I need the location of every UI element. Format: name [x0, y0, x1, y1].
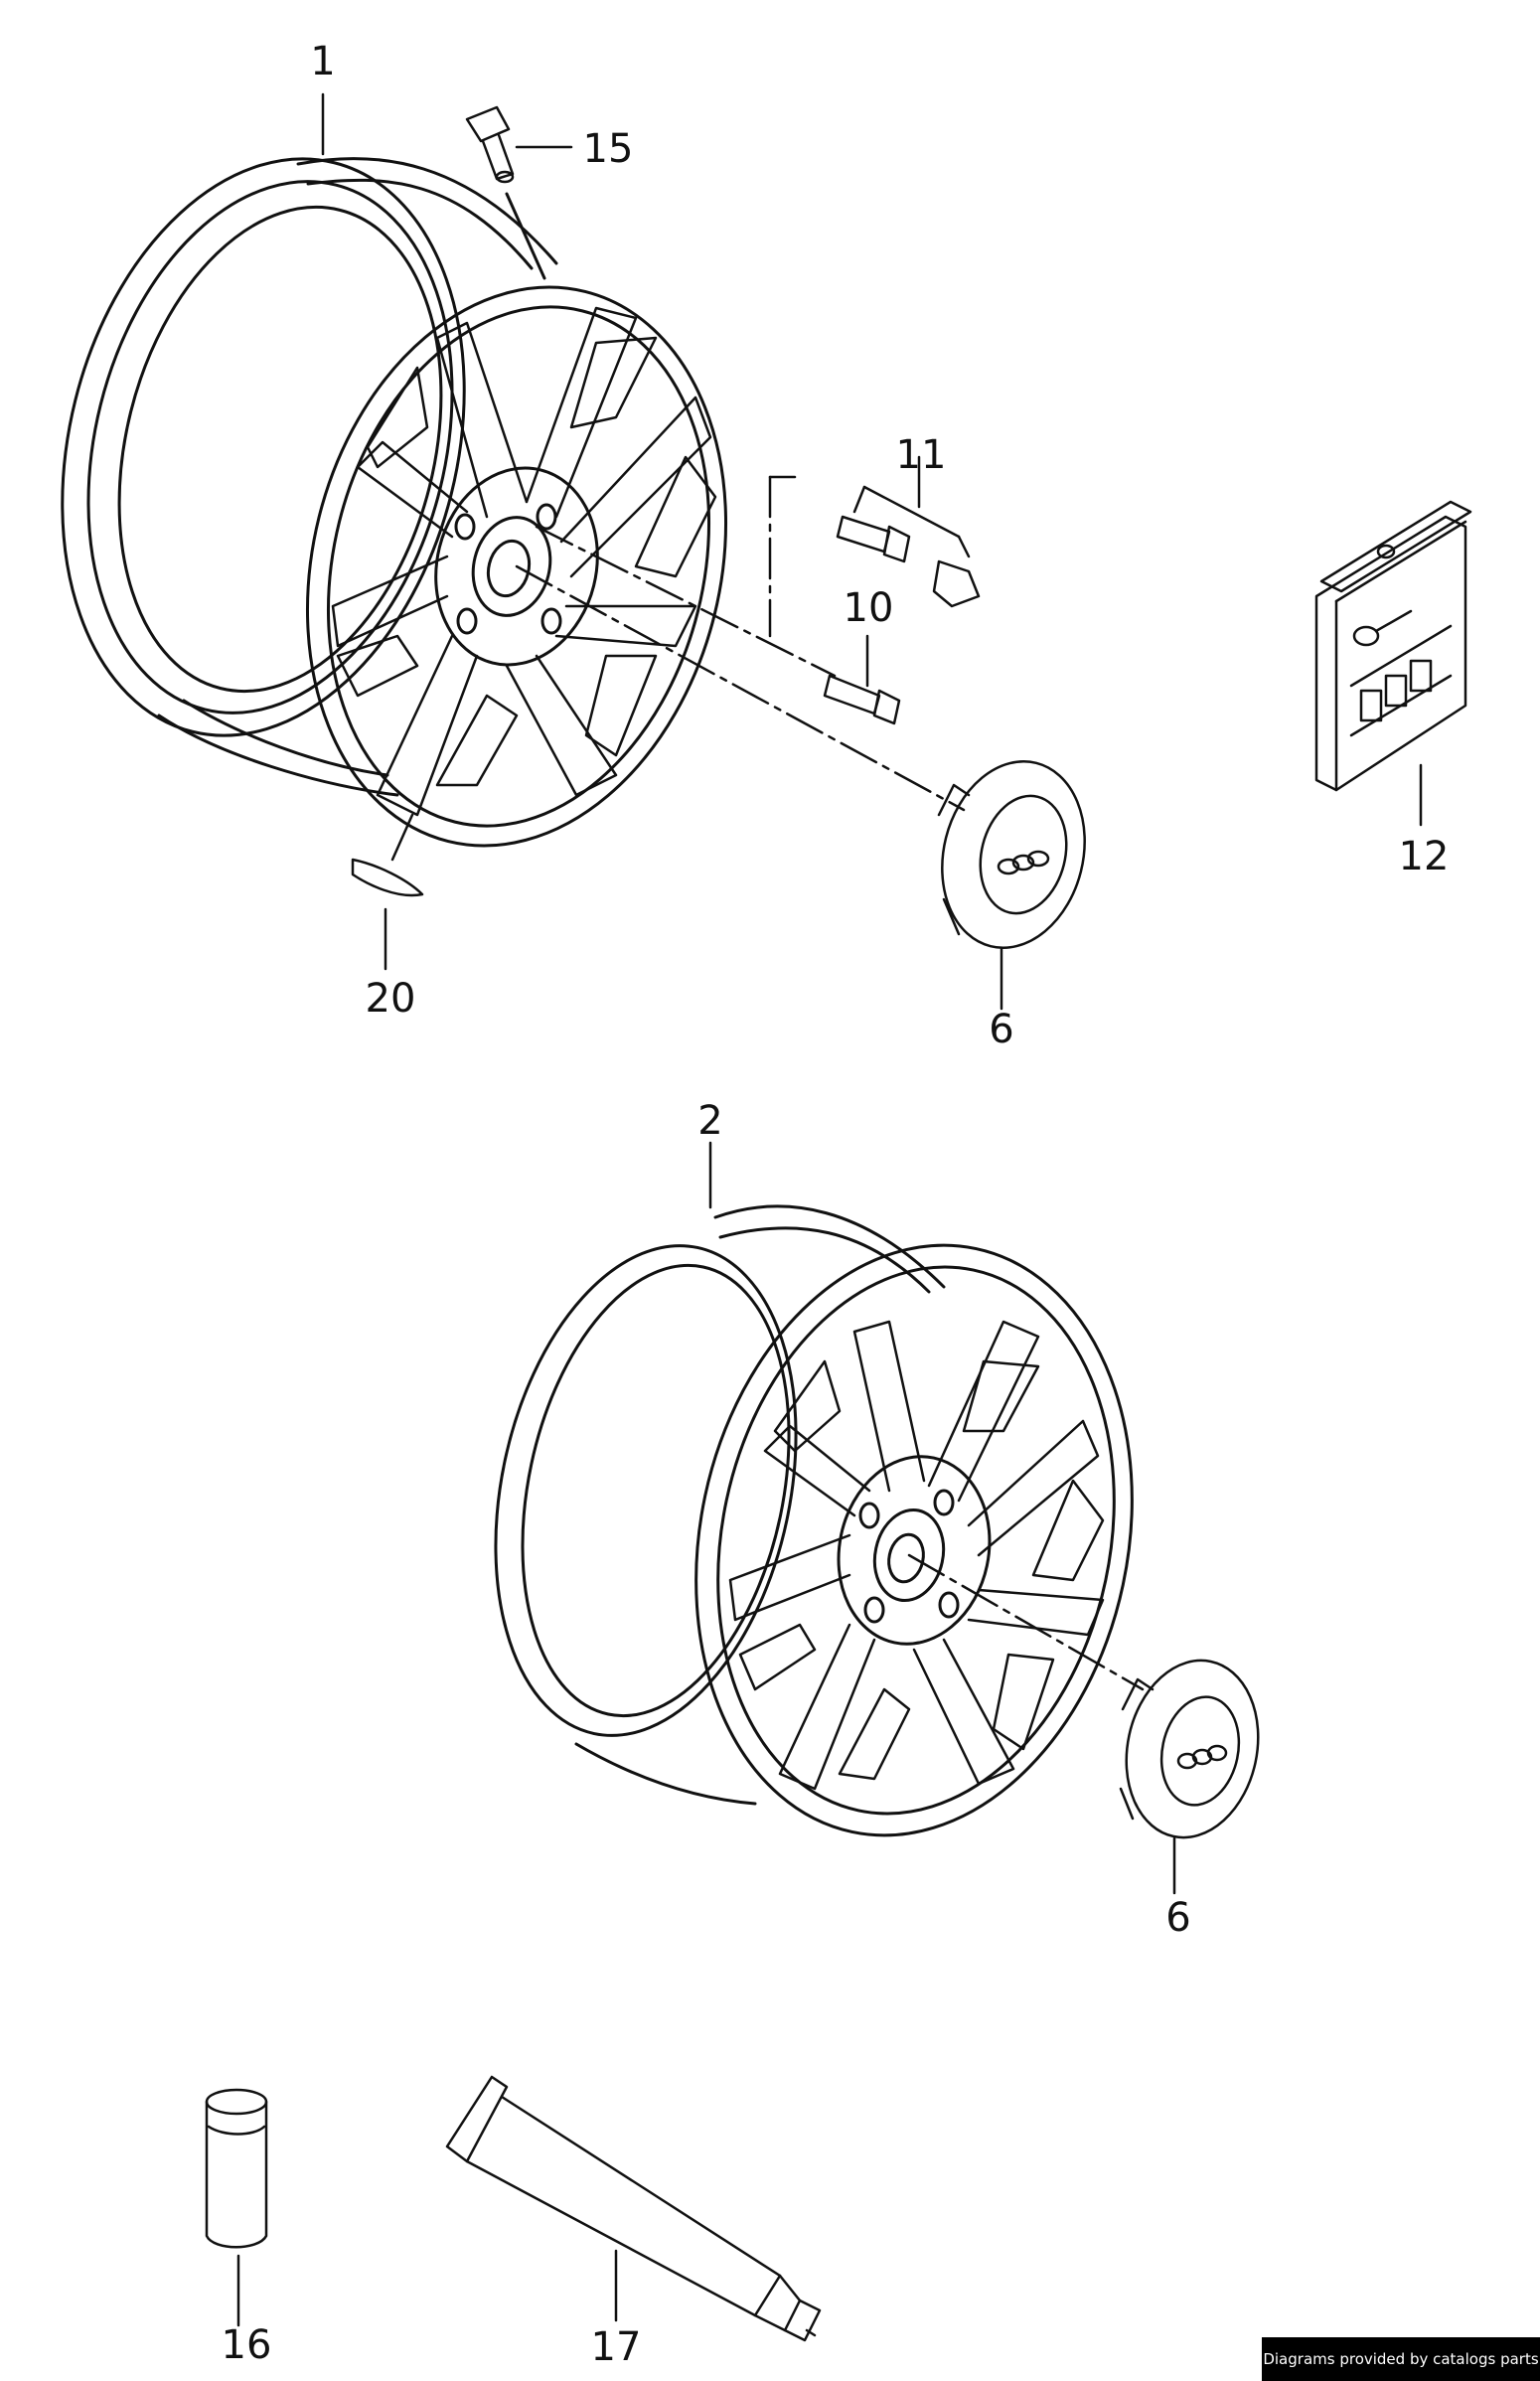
hub-cap-part-top — [923, 746, 1104, 1009]
wheel-2-rim — [453, 1204, 1184, 1876]
center-axis-line — [517, 566, 964, 810]
callout-10: 10 — [843, 585, 894, 631]
wheel-2-spokes — [730, 1322, 1103, 1789]
callout-2: 2 — [697, 1098, 723, 1144]
center-axis-line-2 — [909, 1555, 1143, 1689]
balance-weight-part — [353, 815, 422, 969]
callout-15: 15 — [582, 126, 634, 172]
valve-stem-part — [467, 107, 571, 182]
callout-6-top: 6 — [989, 1007, 1014, 1052]
callout-20: 20 — [365, 976, 416, 1022]
hub-cap-part-mid — [1111, 1648, 1275, 1893]
callout-11: 11 — [895, 432, 947, 478]
grease-tube-part — [447, 2077, 820, 2340]
callout-6-mid: 6 — [1165, 1895, 1191, 1941]
callout-17: 17 — [590, 2324, 642, 2370]
credit-badge: Diagrams provided by catalogs parts — [1262, 2337, 1540, 2381]
bolt-axis-lines — [537, 477, 835, 676]
paste-container-part — [207, 2090, 266, 2325]
wheel-bolt-part — [825, 636, 899, 723]
callout-1: 1 — [310, 39, 336, 84]
locking-bolt-part — [838, 457, 979, 606]
wheel-1-spokes — [333, 308, 715, 815]
callout-16: 16 — [221, 2322, 272, 2368]
lock-kit-box-part — [1316, 502, 1470, 825]
callout-12: 12 — [1398, 834, 1450, 879]
wheel-1-rim — [4, 116, 782, 891]
